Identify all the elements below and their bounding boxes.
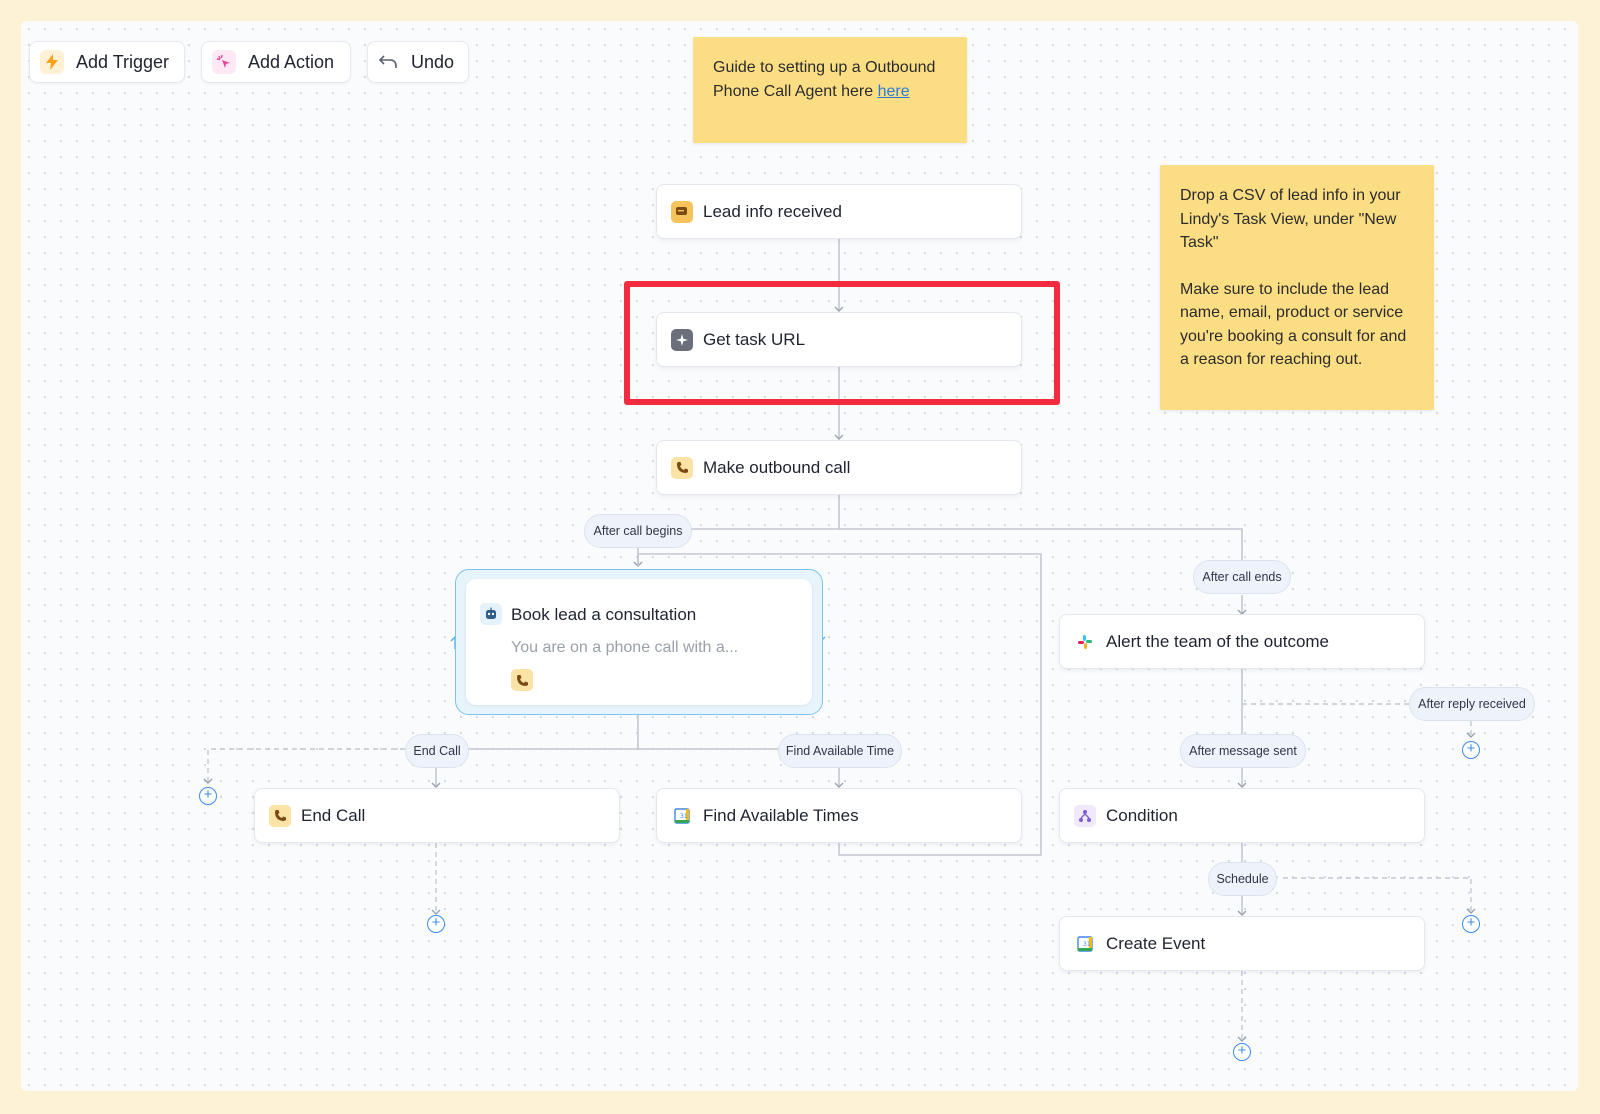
edge-label-after-call-ends[interactable]: After call ends [1193, 560, 1291, 594]
add-action-label: Add Action [248, 51, 335, 72]
edge-call-to-ends [838, 495, 1243, 561]
node-label: Find Available Times [703, 805, 859, 825]
guide-note-link[interactable]: here [877, 82, 910, 100]
node-make-outbound-call[interactable]: Make outbound call [656, 440, 1022, 495]
node-lead-info-received[interactable]: Lead info received [656, 184, 1022, 239]
highlight-box [624, 281, 1060, 405]
agent-title: Book lead a consultation [511, 605, 697, 624]
add-step-button[interactable]: + [1462, 915, 1480, 933]
workflow-canvas[interactable]: Add Trigger Add Action Undo Guide to set… [21, 21, 1578, 1091]
workflow-edges [203, 239, 1476, 1042]
svg-text:31: 31 [680, 813, 688, 820]
phone-icon [671, 456, 693, 479]
edge-schedule-open [1283, 877, 1476, 914]
node-label: End Call [301, 805, 366, 825]
node-book-lead-consultation[interactable]: Book lead a consultation You are on a ph… [466, 579, 812, 705]
guide-note-text: Guide to setting up a Outbound Phone Cal… [713, 59, 936, 100]
edge-label-after-call-begins[interactable]: After call begins [584, 514, 692, 548]
node-alert-team[interactable]: Alert the team of the outcome [1059, 614, 1425, 669]
undo-arrow-icon [378, 50, 399, 74]
svg-text:31: 31 [1083, 941, 1091, 948]
node-label: Condition [1106, 805, 1178, 825]
node-find-available-times[interactable]: 31 Find Available Times [656, 788, 1022, 843]
google-calendar-icon: 31 [1074, 933, 1096, 955]
undo-label: Undo [410, 51, 454, 72]
node-end-call[interactable]: End Call [254, 788, 620, 843]
branch-icon [1074, 804, 1096, 827]
add-trigger-button[interactable]: Add Trigger [29, 41, 185, 83]
phone-tool-icon [511, 669, 533, 691]
edge-endcall-dashed [203, 748, 405, 784]
ai-sparkle-icon [671, 328, 693, 351]
add-action-button[interactable]: Add Action [201, 41, 351, 83]
csv-note-paragraph-2: Make sure to include the lead name, emai… [1180, 280, 1407, 369]
edge-label-after-reply-received[interactable]: After reply received [1409, 687, 1535, 721]
edge-label-schedule[interactable]: Schedule [1208, 862, 1277, 896]
node-create-event[interactable]: 31 Create Event [1059, 916, 1425, 971]
undo-button[interactable]: Undo [367, 41, 469, 83]
node-label: Make outbound call [703, 457, 851, 477]
add-step-button[interactable]: + [1462, 741, 1480, 759]
agent-prompt-preview: You are on a phone call with a... [511, 639, 739, 656]
slack-icon [1074, 631, 1096, 653]
add-step-button[interactable]: + [427, 915, 445, 933]
node-get-task-url[interactable]: Get task URL [656, 312, 1022, 367]
edge-label-after-message-sent[interactable]: After message sent [1180, 734, 1306, 768]
robot-agent-icon [480, 603, 502, 625]
google-calendar-icon: 31 [671, 805, 693, 827]
node-label: Create Event [1106, 933, 1206, 953]
node-condition[interactable]: Condition [1059, 788, 1425, 843]
edge-label-find-available-time[interactable]: Find Available Time [778, 734, 902, 768]
csv-note: Drop a CSV of lead info in your Lindy's … [1160, 165, 1434, 410]
edge-label-end-call[interactable]: End Call [405, 734, 469, 768]
guide-note: Guide to setting up a Outbound Phone Cal… [693, 37, 967, 143]
add-step-button[interactable]: + [1233, 1043, 1251, 1061]
chat-bubble-icon [671, 200, 693, 223]
lightning-icon [40, 50, 64, 74]
csv-note-paragraph-1: Drop a CSV of lead info in your Lindy's … [1180, 187, 1401, 251]
edge-book-to-endcall [431, 715, 639, 788]
node-label: Lead info received [703, 201, 842, 221]
node-label: Get task URL [703, 329, 806, 349]
node-label: Alert the team of the outcome [1106, 631, 1330, 651]
phone-icon [269, 804, 291, 827]
add-trigger-label: Add Trigger [76, 51, 170, 72]
sparkle-cursor-icon [212, 50, 236, 74]
add-step-button[interactable]: + [199, 787, 217, 805]
edge-loop [637, 553, 1042, 856]
